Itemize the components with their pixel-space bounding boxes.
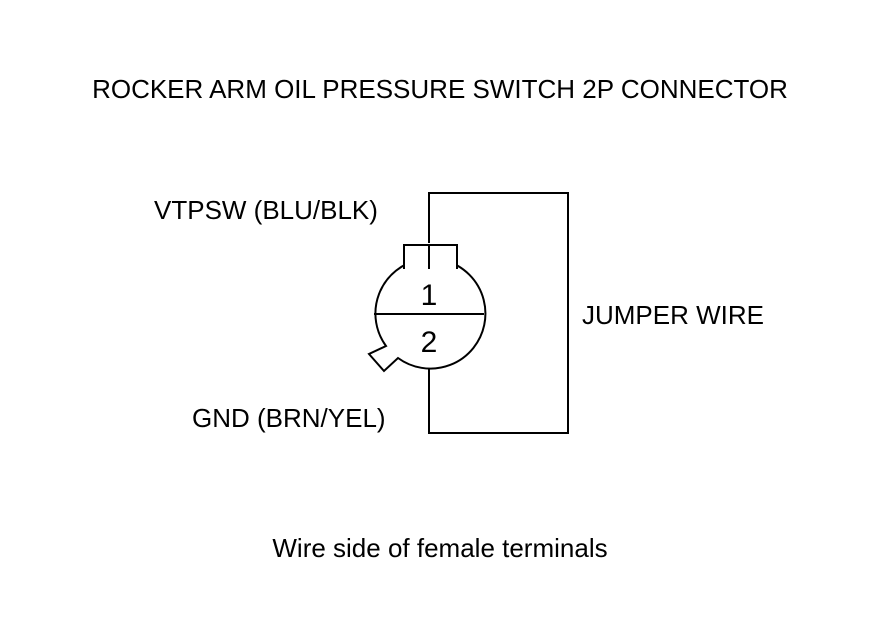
vtpsw-wire-label: VTPSW (BLU/BLK) — [154, 195, 378, 225]
diagram-title: ROCKER ARM OIL PRESSURE SWITCH 2P CONNEC… — [92, 74, 788, 104]
gnd-wire-label: GND (BRN/YEL) — [192, 403, 386, 433]
pin-1-number: 1 — [421, 279, 438, 312]
jumper-wire-label: JUMPER WIRE — [582, 300, 764, 330]
diagram-caption: Wire side of female terminals — [272, 533, 608, 563]
pin-2-number: 2 — [421, 326, 438, 359]
connector-key — [403, 244, 458, 269]
jumper-wire-line — [428, 192, 569, 434]
